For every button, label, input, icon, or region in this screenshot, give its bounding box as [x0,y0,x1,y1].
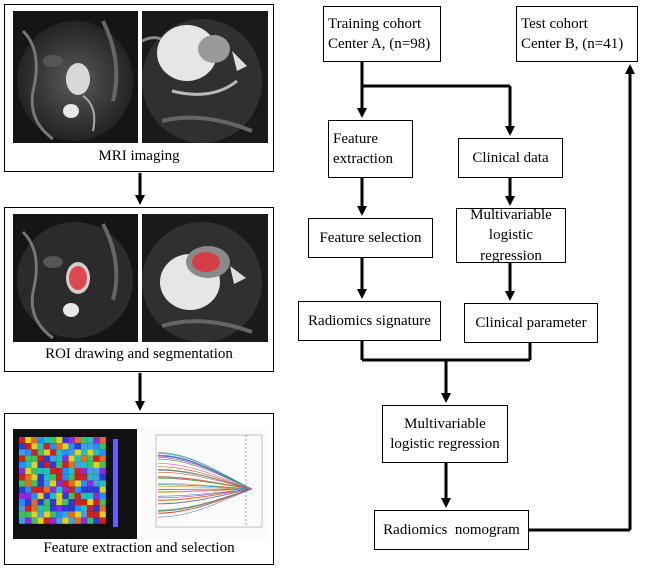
roi-segmentation-caption: ROI drawing and segmentation [45,346,233,362]
radiomics-signature-label: Radiomics signature [308,312,431,329]
mlr1-line1: Multivariable [470,207,552,224]
radiomics-nomogram-label: Radiomics nomogram [383,521,520,538]
radiomics-signature-box: Radiomics signature [298,301,441,341]
clinical-parameter-label: Clinical parameter [475,314,587,331]
clinical-data-box: Clinical data [458,138,563,178]
training-cohort-box: Training cohort Center A, (n=98) [323,6,441,62]
feature-extraction-box: Feature extraction [328,120,413,178]
multivariable-regression-box-1: Multivariable logistic regression [456,207,566,264]
mlr2-line2: logistic regression [390,436,500,452]
feature-selection-box: Feature selection [308,218,433,258]
radiomics-nomogram-box: Radiomics nomogram [374,510,529,550]
mri-imaging-panel: MRI imaging [4,4,274,172]
feature-extraction-caption: Feature extraction and selection [43,540,235,556]
feature-extraction-line1: Feature [333,130,378,147]
feature-extraction-panel: Feature extraction and selection [4,413,274,565]
roi-image-right [142,214,268,342]
feature-selection-label: Feature selection [319,229,422,246]
mlr2-line1: Multivariable [404,415,486,432]
roi-image-left [13,214,138,342]
mlr1-line2: logistic regression [480,227,542,264]
multivariable-regression-box-2: Multivariable logistic regression [382,405,508,463]
lasso-coefficient-plot [142,429,268,539]
clinical-parameter-box: Clinical parameter [464,303,598,343]
test-cohort-box: Test cohort Center B, (n=41) [516,6,638,62]
mri-image-right [142,11,268,143]
mri-imaging-caption: MRI imaging [98,148,180,164]
mri-image-left [13,11,138,143]
training-cohort-line2: Center A, (n=98) [328,36,431,52]
feature-extraction-line2: extraction [333,151,393,167]
test-cohort-line2: Center B, (n=41) [521,36,624,52]
correlation-heatmap [13,429,137,539]
clinical-data-label: Clinical data [472,149,549,166]
training-cohort-line1: Training cohort [328,15,422,32]
roi-segmentation-panel: ROI drawing and segmentation [4,207,274,372]
test-cohort-line1: Test cohort [521,15,588,32]
